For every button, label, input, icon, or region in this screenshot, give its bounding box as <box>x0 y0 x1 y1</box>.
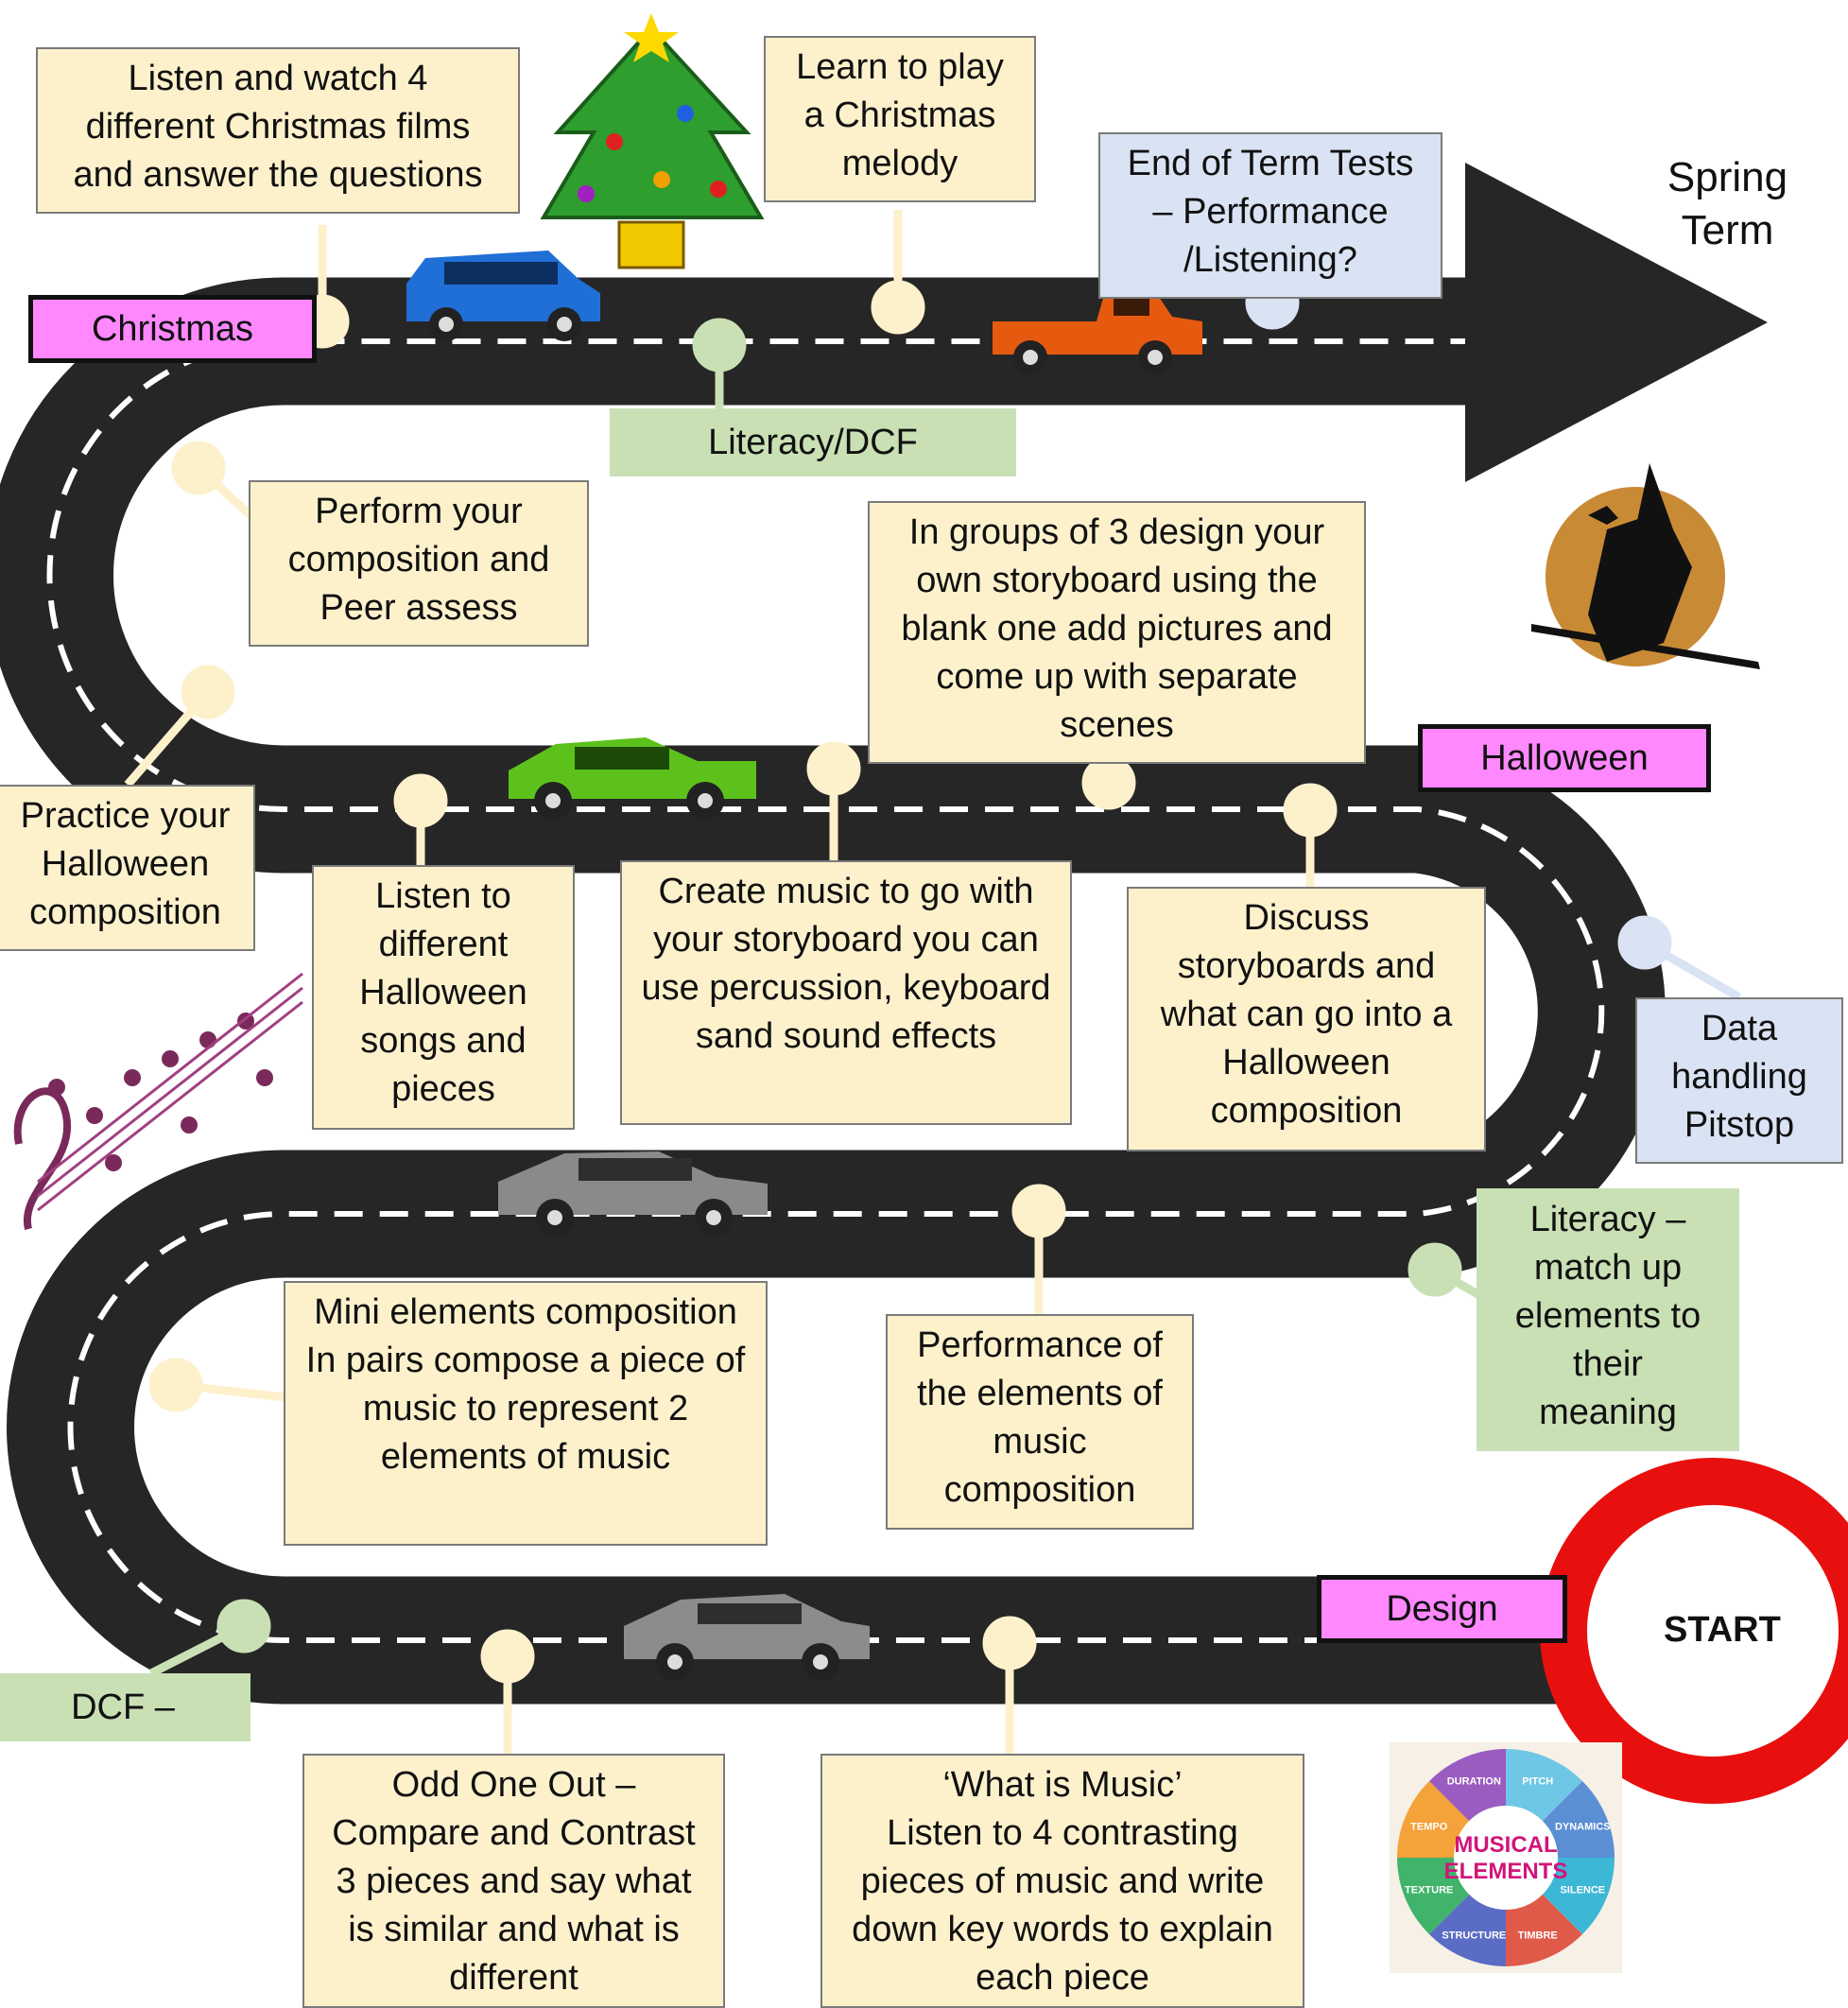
task-storyboard: In groups of 3 design your own storyboar… <box>868 501 1366 764</box>
music-notes-icon <box>13 972 303 1230</box>
task-perform-composition: Perform your composition and Peer assess <box>249 480 589 647</box>
task-practice-halloween: Practice your Halloween composition <box>0 785 255 951</box>
connector-pins-green <box>148 318 1482 1678</box>
start-label: START <box>1664 1610 1781 1650</box>
wheel-segment-duration: DURATION <box>1447 1776 1501 1788</box>
task-christmas-melody: Learn to play a Christmas melody <box>764 36 1036 202</box>
silver-car-icon <box>624 1594 870 1681</box>
wheel-segment-timbre: TIMBRE <box>1518 1930 1558 1941</box>
arrow-head <box>1465 163 1768 482</box>
grey-car-icon <box>498 1151 768 1237</box>
task-christmas-films: Listen and watch 4 different Christmas f… <box>36 47 520 214</box>
musical-elements-wheel-icon: MUSICAL ELEMENTS PITCH DYNAMICS SILENCE TIMB… <box>1390 1742 1622 1973</box>
wheel-segment-texture: TEXTURE <box>1405 1885 1453 1896</box>
task-literacy-match: Literacy – match up elements to their me… <box>1477 1188 1739 1451</box>
wheel-segment-structure: STRUCTURE <box>1442 1930 1506 1941</box>
task-end-of-term-tests: End of Term Tests – Performance /Listeni… <box>1098 132 1442 299</box>
task-dcf: DCF – <box>0 1673 250 1741</box>
wheel-segment-pitch: PITCH <box>1522 1776 1553 1788</box>
task-listen-halloween: Listen to different Halloween songs and … <box>312 865 575 1130</box>
task-odd-one-out: Odd One Out – Compare and Contrast 3 pie… <box>302 1754 725 2008</box>
green-car-icon <box>509 737 756 820</box>
wheel-segment-silence: SILENCE <box>1560 1885 1605 1896</box>
task-literacy-dcf: Literacy/DCF <box>610 408 1016 476</box>
task-what-is-music: ‘What is Music’ Listen to 4 contrasting … <box>820 1754 1304 2008</box>
orange-truck-icon <box>993 288 1202 374</box>
task-discuss-storyboards: Discuss storyboards and what can go into… <box>1127 887 1486 1151</box>
task-create-music: Create music to go with your storyboard … <box>620 860 1072 1125</box>
milestone-christmas: Christmas <box>28 295 317 363</box>
wheel-segment-tempo: TEMPO <box>1410 1821 1448 1832</box>
wheel-center-line2: ELEMENTS <box>1444 1859 1568 1884</box>
halloween-witch-icon <box>1531 463 1760 669</box>
blue-car-icon <box>406 251 600 341</box>
road-centre-line <box>46 338 1605 1643</box>
milestone-halloween: Halloween <box>1418 724 1711 792</box>
christmas-tree-icon <box>540 13 765 269</box>
milestone-design: Design <box>1317 1575 1567 1643</box>
task-performance-elements: Performance of the elements of music com… <box>886 1314 1194 1530</box>
wheel-center-line1: MUSICAL <box>1454 1832 1557 1858</box>
task-mini-elements: Mini elements composition In pairs compo… <box>284 1281 768 1546</box>
wheel-segment-dynamics: DYNAMICS <box>1555 1821 1611 1832</box>
spring-term-title: Spring Term <box>1667 154 1788 253</box>
task-data-handling-pitstop: Data handling Pitstop <box>1635 997 1843 1164</box>
